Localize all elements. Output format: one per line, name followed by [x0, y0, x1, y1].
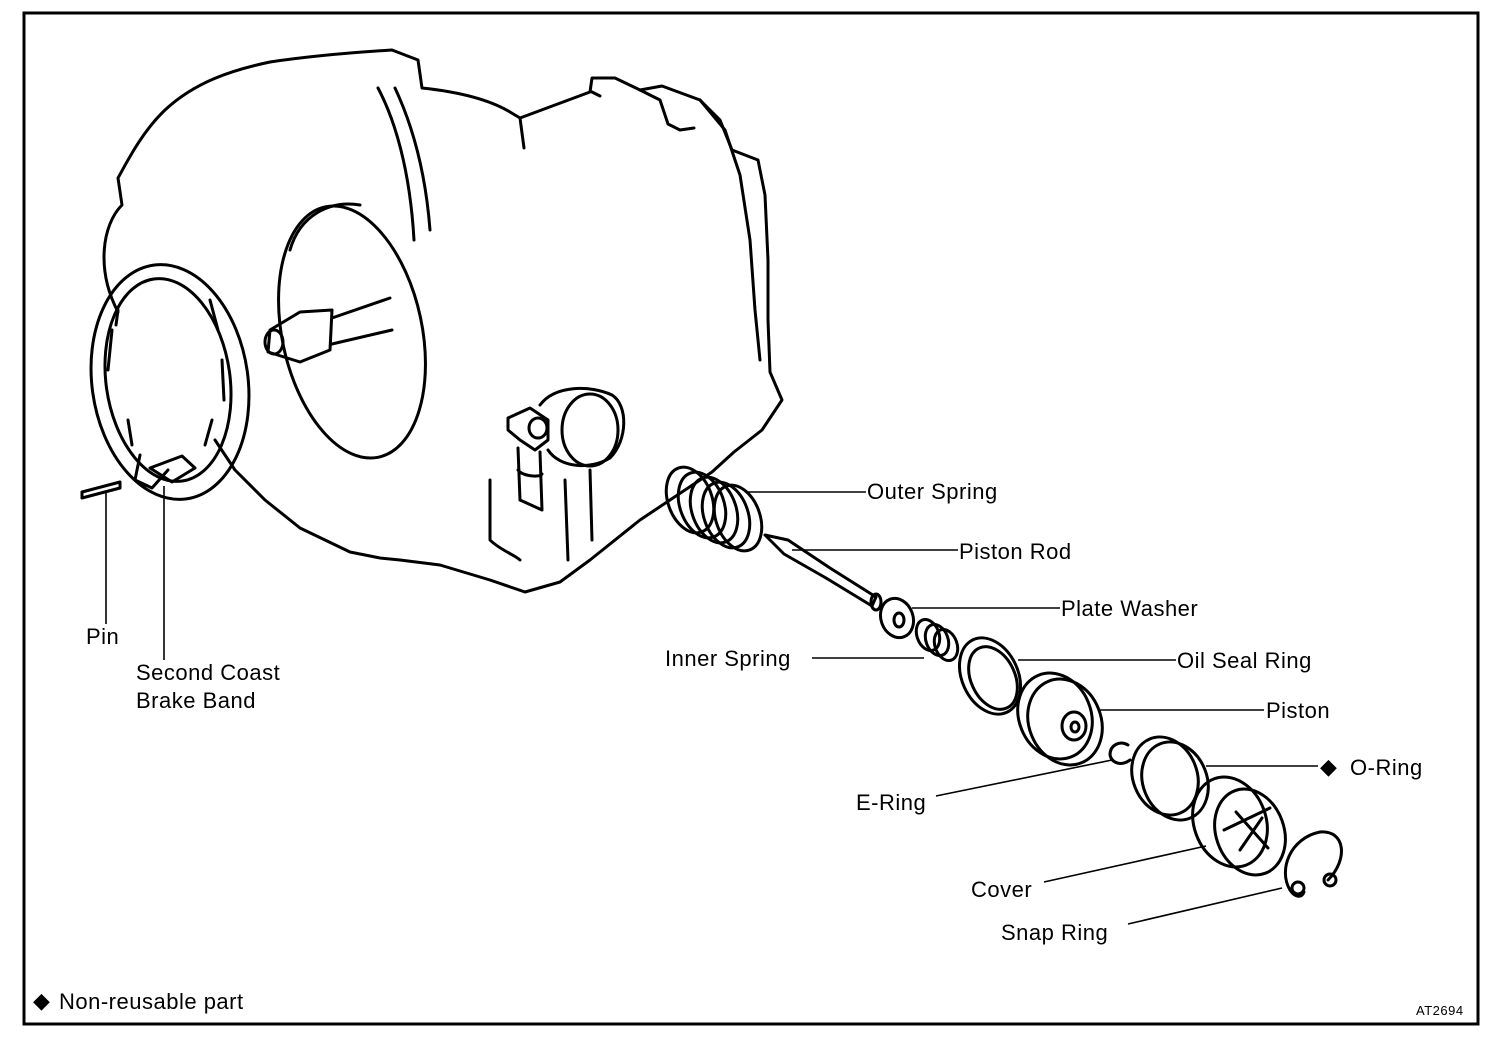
o-ring-drawing — [1130, 735, 1210, 822]
o-ring-marker: ◆ — [1320, 754, 1338, 779]
label-pin: Pin — [86, 624, 120, 649]
oil-seal-ring-drawing — [958, 636, 1022, 716]
brake-band-drawing — [89, 263, 251, 501]
legend-diamond-icon: ◆ — [33, 988, 51, 1013]
outer-spring-drawing — [664, 465, 764, 553]
label-oil-seal-ring: Oil Seal Ring — [1177, 648, 1312, 673]
label-piston: Piston — [1266, 698, 1331, 723]
label-piston-rod: Piston Rod — [959, 539, 1072, 564]
figure-code: AT2694 — [1416, 1003, 1464, 1018]
label-second-coast: Second Coast — [136, 660, 281, 685]
cover-drawing — [1191, 775, 1287, 877]
label-e-ring: E-Ring — [856, 790, 927, 815]
label-inner-spring: Inner Spring — [665, 646, 791, 671]
snap-ring-drawing — [1284, 830, 1343, 898]
label-brake-band: Brake Band — [136, 688, 256, 713]
label-cover: Cover — [971, 877, 1033, 902]
label-o-ring: O-Ring — [1350, 755, 1423, 780]
pin-drawing — [80, 480, 122, 500]
leader-lines — [105, 486, 1318, 925]
piston-drawing — [1016, 671, 1104, 767]
label-outer-spring: Outer Spring — [867, 479, 998, 504]
legend-text: Non-reusable part — [59, 989, 244, 1014]
plate-washer-drawing — [878, 596, 916, 640]
transmission-case — [102, 48, 784, 594]
figure-frame — [22, 11, 1480, 1026]
label-plate-washer: Plate Washer — [1061, 596, 1199, 621]
e-ring-drawing — [1108, 741, 1132, 765]
label-snap-ring: Snap Ring — [1001, 920, 1109, 945]
piston-rod-drawing — [763, 533, 883, 612]
inner-spring-drawing — [914, 618, 960, 662]
